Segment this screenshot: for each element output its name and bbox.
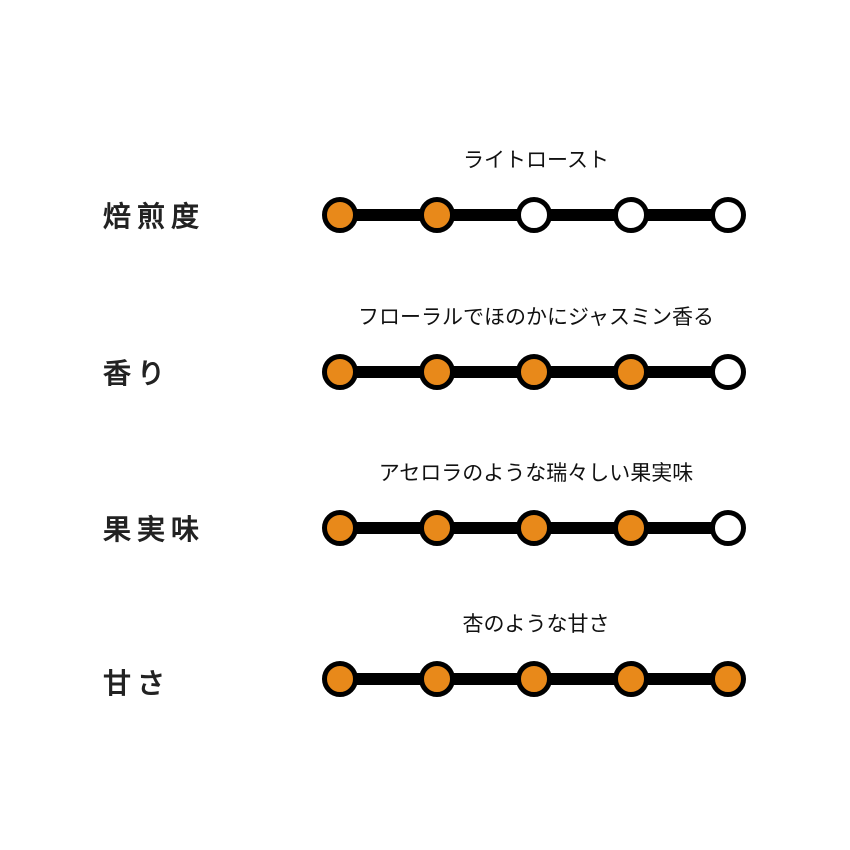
level-dot-filled xyxy=(613,354,649,390)
level-dot-empty xyxy=(710,354,746,390)
level-dot-empty xyxy=(710,510,746,546)
attribute-label: 甘さ xyxy=(103,667,172,700)
attribute-label: 香り xyxy=(103,357,172,390)
level-dot-filled xyxy=(419,510,455,546)
level-dot-filled xyxy=(613,510,649,546)
attribute-label: 果実味 xyxy=(103,513,206,546)
level-dot-empty xyxy=(710,197,746,233)
attribute-row-fruitiness: アセロラのような瑞々しい果実味 果実味 xyxy=(0,453,850,573)
level-dot-filled xyxy=(516,661,552,697)
attribute-label: 焙煎度 xyxy=(103,200,206,233)
level-dot-empty xyxy=(613,197,649,233)
level-dot-filled xyxy=(516,510,552,546)
level-dot-filled xyxy=(419,354,455,390)
level-dot-filled xyxy=(419,661,455,697)
level-dot-filled xyxy=(322,197,358,233)
level-scale xyxy=(320,195,750,235)
level-dot-filled xyxy=(419,197,455,233)
level-scale xyxy=(320,659,750,699)
level-dot-filled xyxy=(516,354,552,390)
level-dot-filled xyxy=(613,661,649,697)
attribute-description: フローラルでほのかにジャスミン香る xyxy=(358,305,714,329)
attribute-description: 杏のような甘さ xyxy=(462,612,610,636)
level-dot-empty xyxy=(516,197,552,233)
level-dot-filled xyxy=(710,661,746,697)
attribute-description: ライトロースト xyxy=(463,148,609,172)
level-scale xyxy=(320,508,750,548)
attribute-description: アセロラのような瑞々しい果実味 xyxy=(378,461,694,485)
level-dot-filled xyxy=(322,661,358,697)
attribute-row-roast: ライトロースト 焙煎度 xyxy=(0,140,850,260)
attribute-row-aroma: フローラルでほのかにジャスミン香る 香り xyxy=(0,297,850,417)
level-scale xyxy=(320,352,750,392)
level-dot-filled xyxy=(322,354,358,390)
level-dot-filled xyxy=(322,510,358,546)
attribute-row-sweetness: 杏のような甘さ 甘さ xyxy=(0,604,850,724)
